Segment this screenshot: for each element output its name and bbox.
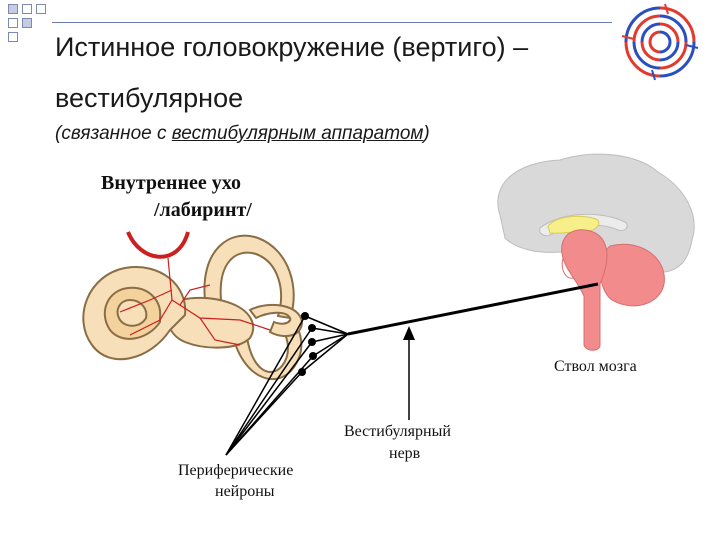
cochlea-inner bbox=[118, 300, 147, 326]
label-peripheral: Периферические bbox=[178, 462, 293, 480]
label-vestibular-nerve: Вестибулярный bbox=[344, 423, 451, 441]
brain-illustration bbox=[498, 154, 694, 350]
vestibular-nerve-line bbox=[348, 284, 598, 334]
neuron-cell bbox=[298, 368, 306, 376]
label-labyrinth: /лабиринт/ bbox=[154, 199, 252, 222]
neuron-cell bbox=[308, 338, 316, 346]
semicircular-canal-lateral bbox=[250, 305, 302, 336]
neuron-cell bbox=[301, 312, 309, 320]
label-neurons: нейроны bbox=[215, 483, 275, 501]
neuron-cell bbox=[309, 352, 317, 360]
arrow-up-icon bbox=[403, 326, 415, 340]
label-nerve: нерв bbox=[389, 445, 420, 463]
labyrinth-illustration bbox=[83, 236, 302, 379]
label-inner-ear: Внутреннее ухо bbox=[101, 172, 241, 195]
neuron-cell bbox=[308, 324, 316, 332]
label-brainstem: Ствол мозга bbox=[554, 358, 637, 376]
